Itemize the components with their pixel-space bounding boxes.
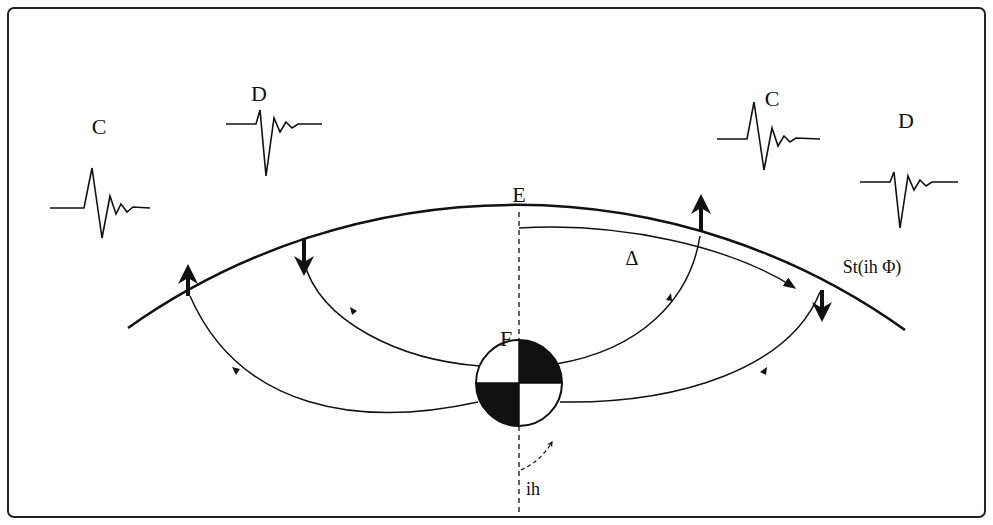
wave-label: D: [898, 110, 914, 132]
focal-sphere: [476, 340, 562, 426]
incidence-angle-arc: [521, 442, 552, 470]
waveforms: [50, 102, 958, 238]
distance-arrow: [519, 227, 795, 288]
vertical-axis: [518, 212, 519, 345]
earth-surface: [128, 205, 905, 330]
wave-label: C: [92, 116, 107, 138]
angle-label: ih: [526, 480, 540, 498]
vertical-axis: [518, 426, 519, 512]
wave-label: C: [765, 88, 780, 110]
station-label: St(ih Φ): [843, 258, 902, 276]
distance-label: Δ: [626, 248, 639, 268]
wave-label: D: [251, 83, 267, 105]
point-label: E: [512, 184, 525, 206]
point-label: F: [500, 328, 512, 350]
motion-arrows: [188, 198, 822, 318]
frame: [8, 8, 985, 517]
